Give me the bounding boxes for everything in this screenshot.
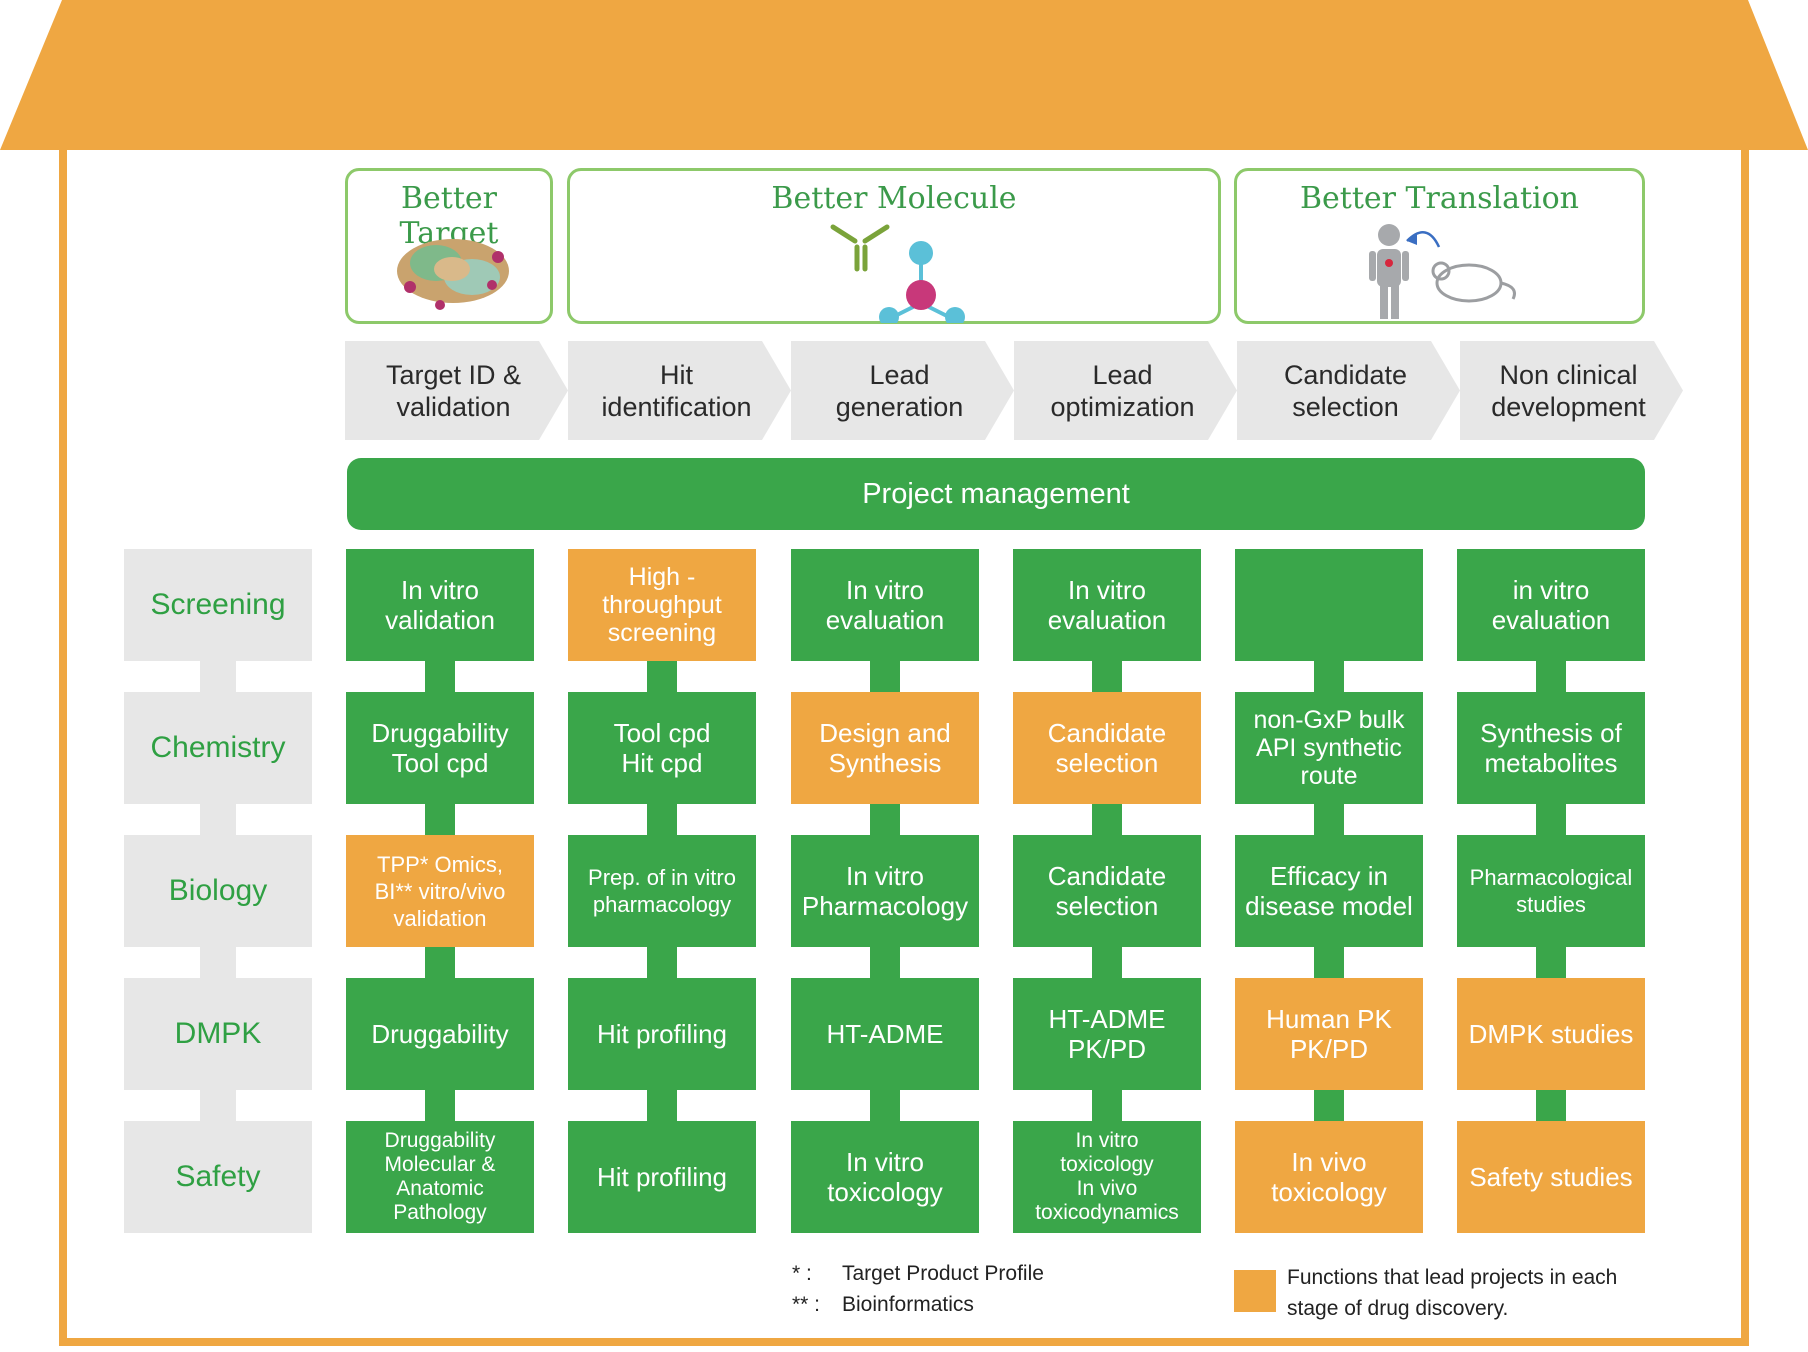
function-cell-screening-1: In vitro validation [346, 549, 534, 661]
function-cell-biology-6: Pharmacological studies [1457, 835, 1645, 947]
column-connector [1536, 1090, 1566, 1121]
function-cell-biology-3: In vitro Pharmacology [791, 835, 979, 947]
function-cell-screening-2: High - throughput screening [568, 549, 756, 661]
header-better-molecule: Better Molecule [567, 168, 1221, 324]
house-roof [0, 0, 1808, 150]
legend-text: Functions that lead projects in each sta… [1287, 1266, 1618, 1320]
function-cell-dmpk-1: Druggability [346, 978, 534, 1090]
house-wall [59, 148, 1749, 1346]
human-to-mouse-icon [1369, 224, 1516, 319]
function-cell-safety-2: Hit profiling [568, 1121, 756, 1233]
column-connector [1536, 804, 1566, 835]
function-cell-dmpk-2: Hit profiling [568, 978, 756, 1090]
function-cell-biology-5: Efficacy in disease model [1235, 835, 1423, 947]
header-better-translation: Better Translation [1234, 168, 1645, 324]
function-cell-safety-1: Druggability Molecular & Anatomic Pathol… [346, 1121, 534, 1233]
project-management-bar: Project management [347, 458, 1645, 530]
category-connector [200, 804, 236, 835]
function-cell-safety-5: In vivo toxicology [1235, 1121, 1423, 1233]
column-connector [425, 1090, 455, 1121]
column-connector [1314, 804, 1344, 835]
column-connector [1314, 661, 1344, 692]
column-connector [425, 661, 455, 692]
function-cell-screening-4: In vitro evaluation [1013, 549, 1201, 661]
column-connector [647, 947, 677, 978]
column-connector [425, 804, 455, 835]
header-title: Better Translation [1299, 181, 1579, 216]
function-cell-chemistry-2: Tool cpd Hit cpd [568, 692, 756, 804]
column-connector [1092, 947, 1122, 978]
category-screening: Screening [124, 549, 312, 661]
footnote-text-1: Target Product Profile [842, 1262, 1044, 1285]
header-better-target: Better Target [345, 168, 553, 324]
function-cell-chemistry-3: Design and Synthesis [791, 692, 979, 804]
column-connector [647, 661, 677, 692]
column-connector [870, 947, 900, 978]
function-cell-dmpk-6: DMPK studies [1457, 978, 1645, 1090]
column-connector [647, 1090, 677, 1121]
protein-structure-icon [397, 239, 509, 310]
column-connector [647, 804, 677, 835]
column-connector [1092, 1090, 1122, 1121]
function-cell-screening-5 [1235, 549, 1423, 661]
stage-hit-identification: Hit identification [568, 341, 791, 440]
function-cell-screening-6: in vitro evaluation [1457, 549, 1645, 661]
function-cell-safety-6: Safety studies [1457, 1121, 1645, 1233]
stage-target-id-validation: Target ID & validation [345, 341, 568, 440]
function-cell-dmpk-5: Human PK PK/PD [1235, 978, 1423, 1090]
function-cell-chemistry-6: Synthesis of metabolites [1457, 692, 1645, 804]
category-connector [200, 661, 236, 692]
column-connector [1536, 661, 1566, 692]
category-dmpk: DMPK [124, 978, 312, 1090]
stage-non-clinical-development: Non clinical development [1460, 341, 1683, 440]
function-cell-dmpk-4: HT-ADME PK/PD [1013, 978, 1201, 1090]
footnote-text-2: Bioinformatics [842, 1293, 974, 1316]
column-connector [1092, 804, 1122, 835]
category-biology: Biology [124, 835, 312, 947]
column-connector [1092, 661, 1122, 692]
column-connector [425, 947, 455, 978]
stage-lead-optimization: Lead optimization [1014, 341, 1237, 440]
column-connector [1314, 1090, 1344, 1121]
function-cell-chemistry-1: Druggability Tool cpd [346, 692, 534, 804]
function-cell-dmpk-3: HT-ADME [791, 978, 979, 1090]
column-connector [1314, 947, 1344, 978]
stage-lead-generation: Lead generation [791, 341, 1014, 440]
function-cell-biology-1: TPP* Omics, BI** vitro/vivo validation [346, 835, 534, 947]
function-cell-biology-4: Candidate selection [1013, 835, 1201, 947]
footnote-mark-1: * : [792, 1262, 812, 1285]
function-cell-chemistry-4: Candidate selection [1013, 692, 1201, 804]
function-cell-chemistry-5: non-GxP bulk API synthetic route [1235, 692, 1423, 804]
function-cell-safety-4: In vitro toxicology In vivo toxicodynami… [1013, 1121, 1201, 1233]
category-safety: Safety [124, 1121, 312, 1233]
column-connector [870, 1090, 900, 1121]
column-connector [870, 661, 900, 692]
header-title: Better Target [399, 181, 499, 251]
category-chemistry: Chemistry [124, 692, 312, 804]
header-title: Better Molecule [771, 181, 1017, 216]
function-cell-safety-3: In vitro toxicology [791, 1121, 979, 1233]
category-connector [200, 1090, 236, 1121]
column-connector [870, 804, 900, 835]
function-cell-biology-2: Prep. of in vitro pharmacology [568, 835, 756, 947]
column-connector [1536, 947, 1566, 978]
lead-function-swatch [1234, 1270, 1276, 1312]
footnote-mark-2: ** : [792, 1293, 821, 1316]
stage-candidate-selection: Candidate selection [1237, 341, 1460, 440]
function-cell-screening-3: In vitro evaluation [791, 549, 979, 661]
category-connector [200, 947, 236, 978]
antibody-and-molecule-icon [830, 224, 965, 323]
